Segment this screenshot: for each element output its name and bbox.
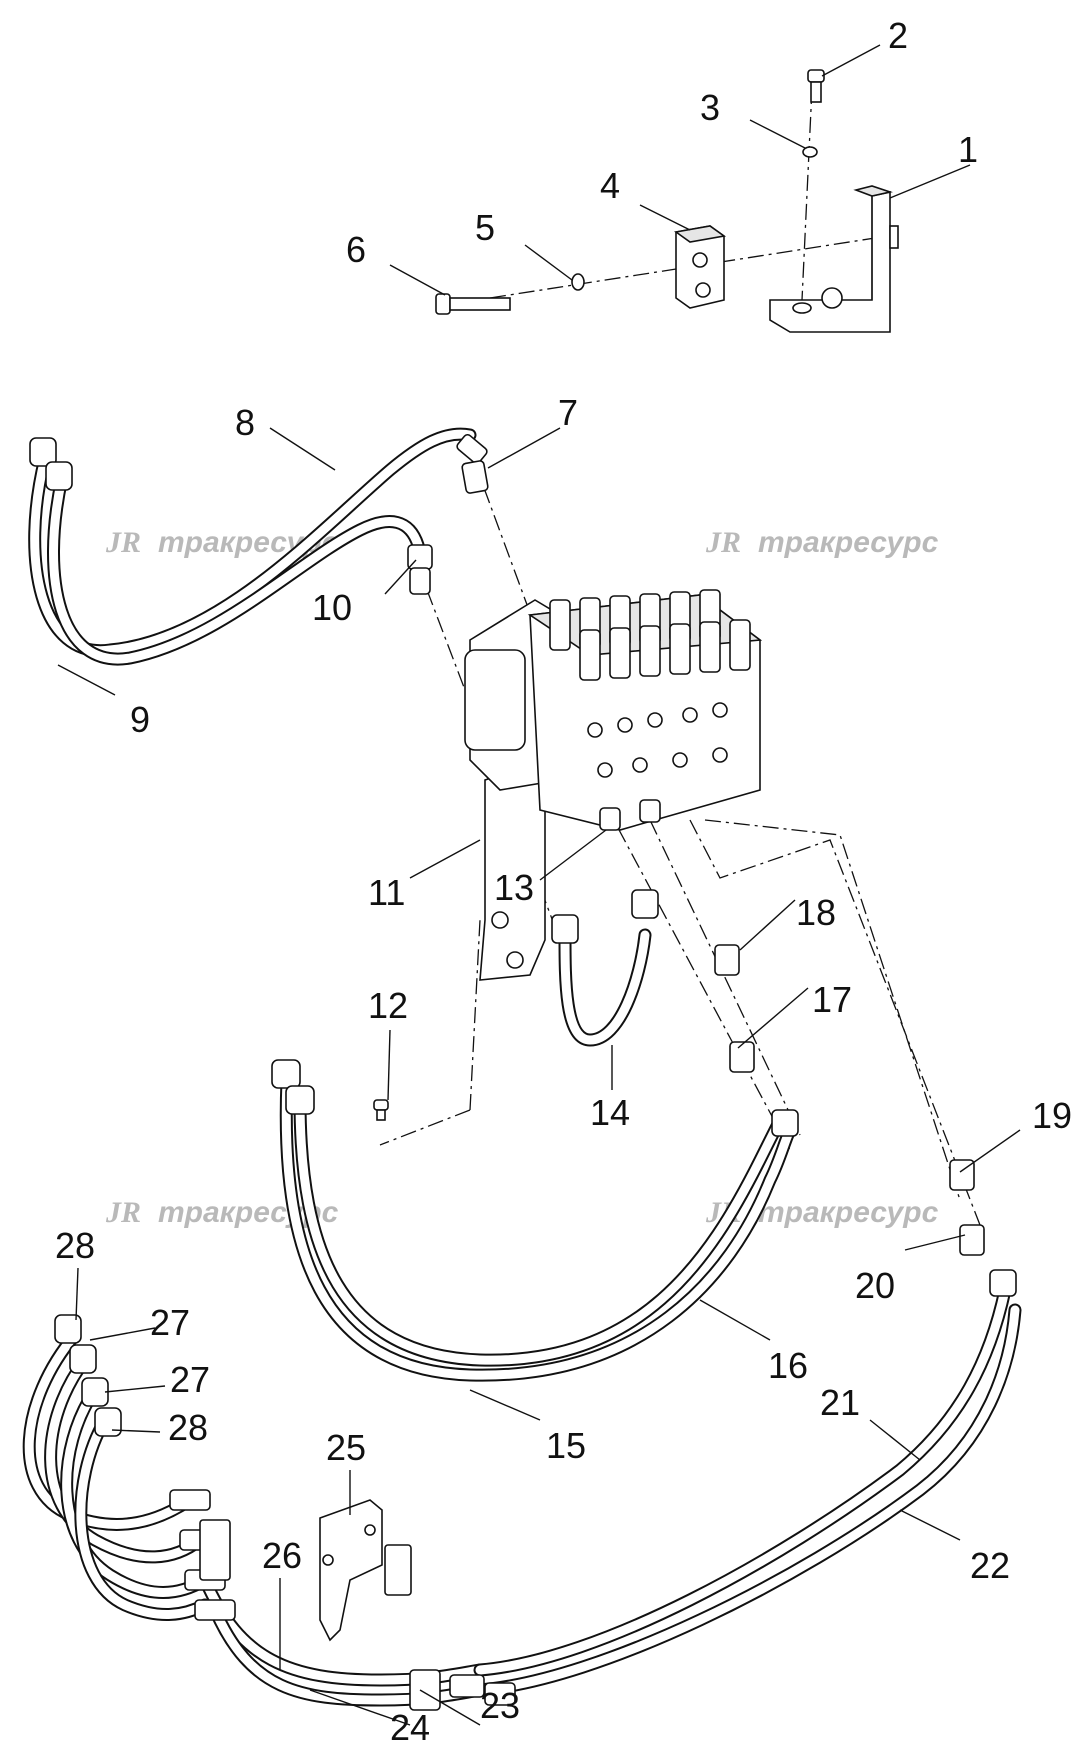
- l-bracket-icon: [769, 185, 899, 333]
- callout-20: 20: [855, 1265, 895, 1306]
- clamp-block-icon: [673, 225, 727, 309]
- callout-13: 13: [494, 867, 534, 908]
- long-bolt-icon: [435, 293, 511, 315]
- callout-3: 3: [700, 87, 720, 128]
- valve-ports: [587, 702, 728, 778]
- control-valve-block-icon: [464, 589, 763, 981]
- screw-icon: [373, 1099, 389, 1121]
- watermark-top-right: JR тракресурс: [705, 526, 939, 559]
- callout-27: 27: [170, 1359, 210, 1400]
- hose-fitting-icon: [729, 1041, 755, 1073]
- callout-labels: 1 2 3 4 5 6 7 8 9 10 11 12 13 14 15 16 1…: [55, 15, 1072, 1748]
- callout-2: 2: [888, 15, 908, 56]
- hose-fitting-icon: [949, 1159, 975, 1191]
- hose-fitting-icon: [959, 1224, 985, 1256]
- callout-28: 28: [168, 1407, 208, 1448]
- washer-icon: [802, 146, 818, 158]
- washer-icon: [571, 273, 585, 291]
- callout-17: 17: [812, 979, 852, 1020]
- valve-spool-caps: [549, 589, 751, 681]
- callout-15: 15: [546, 1425, 586, 1466]
- callout-6: 6: [346, 229, 366, 270]
- hose-clamp-icon: [409, 1669, 516, 1711]
- callout-14: 14: [590, 1092, 630, 1133]
- watermark-logo: JR: [105, 526, 141, 559]
- callout-8: 8: [235, 402, 255, 443]
- callout-16: 16: [768, 1345, 808, 1386]
- watermark-text: тракресурс: [758, 1196, 939, 1229]
- callout-12: 12: [368, 985, 408, 1026]
- callout-26: 26: [262, 1535, 302, 1576]
- watermark-logo: JR: [105, 1196, 141, 1229]
- callout-9: 9: [130, 699, 150, 740]
- watermark-text: тракресурс: [758, 526, 939, 559]
- callout-21: 21: [820, 1382, 860, 1423]
- callout-18: 18: [796, 892, 836, 933]
- callout-7: 7: [558, 392, 578, 433]
- callout-1: 1: [958, 129, 978, 170]
- callout-28: 28: [55, 1225, 95, 1266]
- clamp-block-icon: [384, 1544, 412, 1596]
- callout-4: 4: [600, 165, 620, 206]
- hose-fitting-icon: [461, 460, 489, 494]
- hydraulic-hose-icon: [271, 1059, 799, 1382]
- callout-10: 10: [312, 587, 352, 628]
- callout-24: 24: [390, 1707, 430, 1748]
- callout-19: 19: [1032, 1095, 1072, 1136]
- hydraulic-hose-icon: [551, 889, 659, 1047]
- callout-27: 27: [150, 1302, 190, 1343]
- callout-11: 11: [368, 872, 405, 913]
- hose-fitting-icon: [409, 567, 431, 595]
- hydraulic-hose-icon: [22, 1269, 1022, 1707]
- hose-fitting-icon: [714, 944, 740, 976]
- watermark-logo: JR: [705, 526, 741, 559]
- callout-5: 5: [475, 207, 495, 248]
- bolt-icon: [807, 69, 825, 103]
- leader-lines: [57, 44, 1021, 1726]
- callout-23: 23: [480, 1685, 520, 1726]
- hose-fitting-icon: [169, 1489, 236, 1621]
- mounting-plate-icon: [319, 1499, 383, 1642]
- callout-25: 25: [326, 1427, 366, 1468]
- callout-22: 22: [970, 1545, 1010, 1586]
